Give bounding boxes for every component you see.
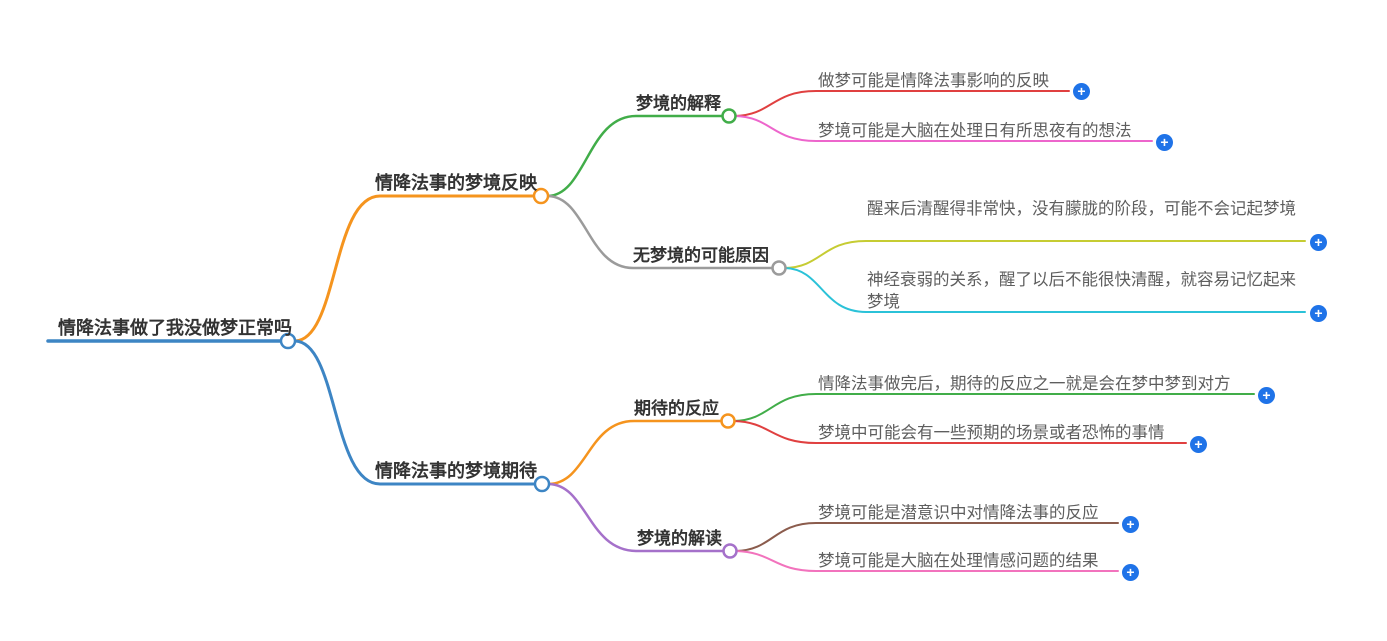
edge-leaf-wake-quickly <box>784 240 1306 269</box>
edge-leaf-neurasthenia <box>784 267 1306 313</box>
no-dream-reasons-toggle[interactable] <box>771 260 787 276</box>
add-child-button-wake-quickly[interactable]: + <box>1310 234 1327 251</box>
add-child-button-expected-or-scary-scenes[interactable]: + <box>1190 436 1207 453</box>
sub-dream-interpretation-label[interactable]: 梦境的解读 <box>637 529 722 548</box>
add-child-button-brain-processing-thoughts[interactable]: + <box>1156 134 1173 151</box>
edge-root-to-dream-reflection <box>293 194 536 343</box>
sub-no-dream-reasons-label[interactable]: 无梦境的可能原因 <box>633 246 769 265</box>
leaf-subconscious-reaction-label[interactable]: 梦境可能是潜意识中对情降法事的反应 <box>818 504 1099 522</box>
edge-to-dream-interpretation <box>547 482 725 553</box>
add-child-button-emotional-processing[interactable]: + <box>1122 564 1139 581</box>
expected-reaction-toggle[interactable] <box>720 413 736 429</box>
dream-expectation-toggle[interactable] <box>533 475 551 493</box>
sub-dream-explanation-label[interactable]: 梦境的解释 <box>636 94 721 113</box>
leaf-emotional-processing-label[interactable]: 梦境可能是大脑在处理情感问题的结果 <box>818 552 1099 570</box>
sub-expected-reaction-label[interactable]: 期待的反应 <box>634 399 719 418</box>
leaf-ritual-influence-label[interactable]: 做梦可能是情降法事影响的反映 <box>818 72 1049 90</box>
edge-leaf-dream-of-person <box>733 393 1255 422</box>
branch-dream-expectation-label[interactable]: 情降法事的梦境期待 <box>375 461 537 481</box>
dream-reflection-toggle[interactable] <box>532 187 550 205</box>
root-node-toggle[interactable] <box>279 332 297 350</box>
dream-explanation-toggle[interactable] <box>721 108 737 124</box>
add-child-button-subconscious-reaction[interactable]: + <box>1122 516 1139 533</box>
leaf-neurasthenia-label[interactable]: 神经衰弱的关系，醒了以后不能很快清醒，就容易记忆起来梦境 <box>867 271 1296 311</box>
edge-root-to-dream-expectation <box>293 339 537 486</box>
leaf-expected-or-scary-scenes-label[interactable]: 梦境中可能会有一些预期的场景或者恐怖的事情 <box>818 424 1165 442</box>
edge-to-dream-explanation <box>546 114 724 198</box>
leaf-brain-processing-thoughts-label[interactable]: 梦境可能是大脑在处理日有所思夜有的想法 <box>818 122 1132 140</box>
edge-to-no-dream-reasons <box>546 194 774 270</box>
leaf-wake-quickly-label[interactable]: 醒来后清醒得非常快，没有朦胧的阶段，可能不会记起梦境 <box>867 200 1296 218</box>
add-child-button-dream-of-person[interactable]: + <box>1258 387 1275 404</box>
branch-dream-reflection-label[interactable]: 情降法事的梦境反映 <box>375 173 537 193</box>
edge-leaf-emotional-processing <box>735 550 1119 572</box>
add-child-button-neurasthenia[interactable]: + <box>1310 305 1327 322</box>
dream-interpretation-toggle[interactable] <box>722 543 738 559</box>
add-child-button-ritual-influence[interactable]: + <box>1073 83 1090 100</box>
edge-leaf-subconscious-reaction <box>735 522 1119 552</box>
edge-leaf-ritual-influence <box>734 90 1070 117</box>
leaf-dream-of-person-label[interactable]: 情降法事做完后，期待的反应之一就是会在梦中梦到对方 <box>818 375 1231 393</box>
edge-leaf-expected-or-scary-scenes <box>733 420 1187 444</box>
edge-to-expected-reaction <box>547 419 723 486</box>
edge-leaf-brain-processing-thoughts <box>734 115 1153 142</box>
root-node-label[interactable]: 情降法事做了我没做梦正常吗 <box>58 318 292 338</box>
